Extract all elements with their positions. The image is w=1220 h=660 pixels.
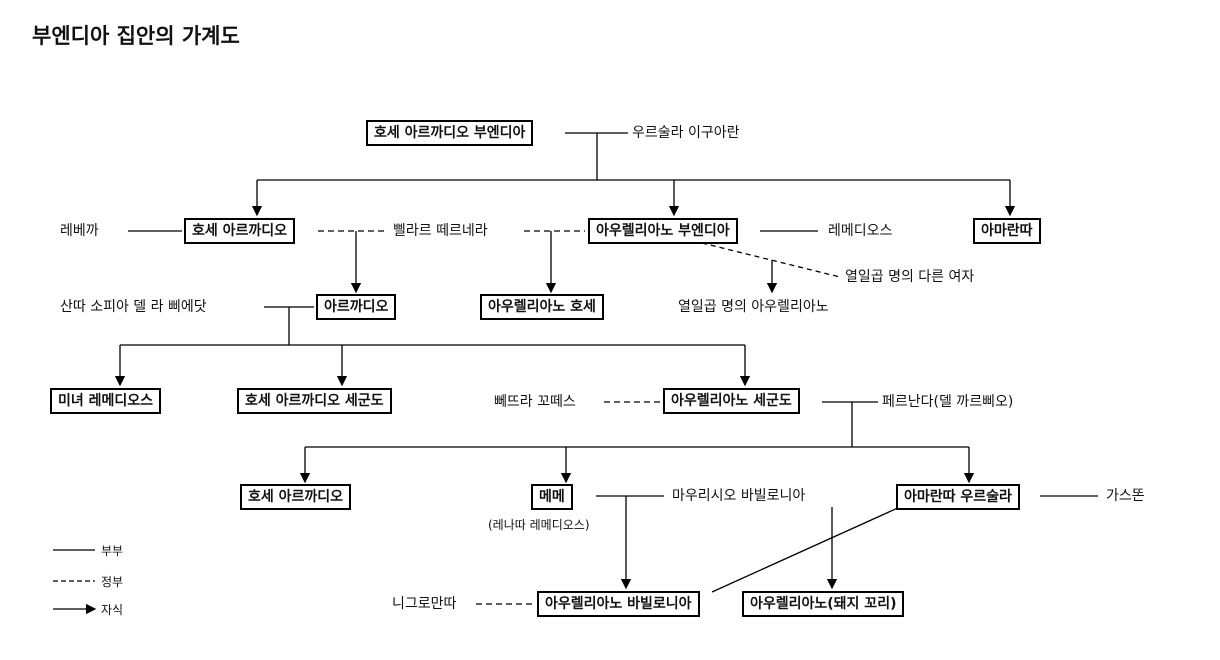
page-title: 부엔디아 집안의 가계도 [32, 24, 240, 48]
person-box-aureliano-babilonia: 아우렐리아노 바빌로니아 [537, 591, 700, 617]
person-box-amaranta-ursula: 아마란따 우르술라 [896, 484, 1020, 510]
person-label-gaston: 가스똔 [1106, 488, 1145, 504]
person-box-amaranta: 아마란따 [973, 218, 1041, 244]
person-box-meme: 메메 [531, 484, 573, 510]
person-box-aureliano-buendia: 아우렐리아노 부엔디아 [588, 218, 738, 244]
person-box-jose-arcadio: 호세 아르까디오 [184, 218, 296, 244]
person-box-jose-arcadio-3: 호세 아르까디오 [240, 484, 352, 510]
person-label-rebeca: 레베까 [60, 223, 99, 239]
person-label-renata-remedios: (레나따 레메디오스) [488, 518, 590, 532]
legend-married-label: 부부 [101, 544, 124, 558]
person-box-arcadio: 아르까디오 [316, 294, 397, 320]
person-box-aureliano-pig-tail: 아우렐리아노(돼지 꼬리) [742, 591, 905, 617]
person-label-petra-cotes: 뻬뜨라 꼬떼스 [494, 394, 576, 410]
person-label-pilar-ternera: 삘라르 떼르네라 [393, 223, 488, 239]
person-label-seventeen-women: 열일곱 명의 다른 여자 [845, 269, 975, 285]
person-label-remedios: 레메디오스 [828, 223, 893, 239]
person-box-remedios-the-beauty: 미녀 레메디오스 [50, 388, 162, 414]
person-label-nigromanta: 니그로만따 [392, 596, 457, 612]
person-box-jose-arcadio-segundo: 호세 아르까디오 세군도 [237, 388, 392, 414]
person-box-jose-arcadio-buendia: 호세 아르까디오 부엔디아 [366, 120, 534, 146]
person-box-aureliano-segundo: 아우렐리아노 세군도 [663, 388, 800, 414]
person-label-santa-sofia: 산따 소피아 델 라 삐에닷 [60, 299, 207, 315]
person-label-fernanda: 페르난다(델 까르삐오) [882, 394, 1014, 410]
person-label-seventeen-aurelianos: 열일곱 명의 아우렐리아노 [678, 299, 829, 315]
person-label-mauricio-babilonia: 마우리시오 바빌로니아 [672, 488, 806, 504]
legend-lover-label: 정부 [101, 575, 124, 589]
person-box-aureliano-jose: 아우렐리아노 호세 [480, 294, 604, 320]
person-label-ursula: 우르술라 이구아란 [632, 125, 740, 141]
legend-child-label: 자식 [101, 603, 124, 617]
